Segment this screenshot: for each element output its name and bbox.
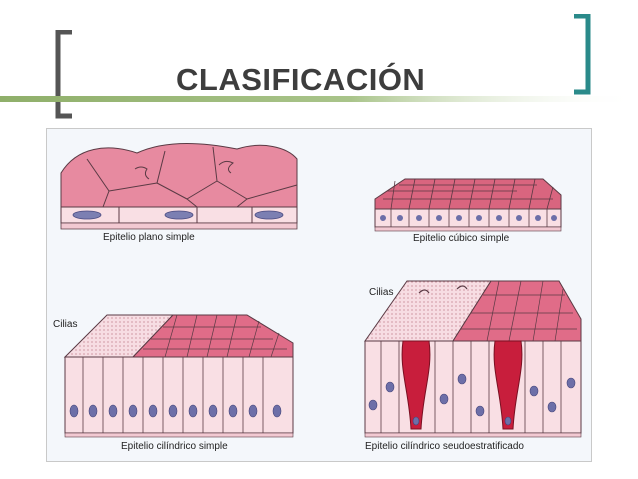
caption-simple-columnar: Epitelio cilíndrico simple bbox=[121, 441, 228, 452]
label-cilia-right: Cilias bbox=[369, 287, 394, 298]
right-bracket-decoration bbox=[574, 14, 591, 95]
slide-title: CLASIFICACIÓN bbox=[176, 62, 426, 97]
simple-cuboidal-drawing bbox=[374, 178, 562, 232]
label-cilia-left: Cilias bbox=[53, 319, 78, 330]
title-underline-bar bbox=[0, 96, 638, 102]
epithelium-illustration: Epitelio plano simple Epitelio cúbico si… bbox=[46, 128, 592, 462]
pseudostratified-columnar-drawing bbox=[364, 280, 582, 438]
caption-simple-squamous: Epitelio plano simple bbox=[103, 232, 195, 243]
caption-pseudostratified: Epitelio cilíndrico seudoestratificado bbox=[365, 441, 524, 452]
simple-squamous-drawing bbox=[60, 143, 298, 230]
simple-columnar-drawing bbox=[63, 314, 294, 438]
left-bracket-decoration bbox=[55, 30, 72, 119]
caption-simple-cuboidal: Epitelio cúbico simple bbox=[413, 233, 510, 244]
epithelium-drawing bbox=[60, 143, 582, 438]
